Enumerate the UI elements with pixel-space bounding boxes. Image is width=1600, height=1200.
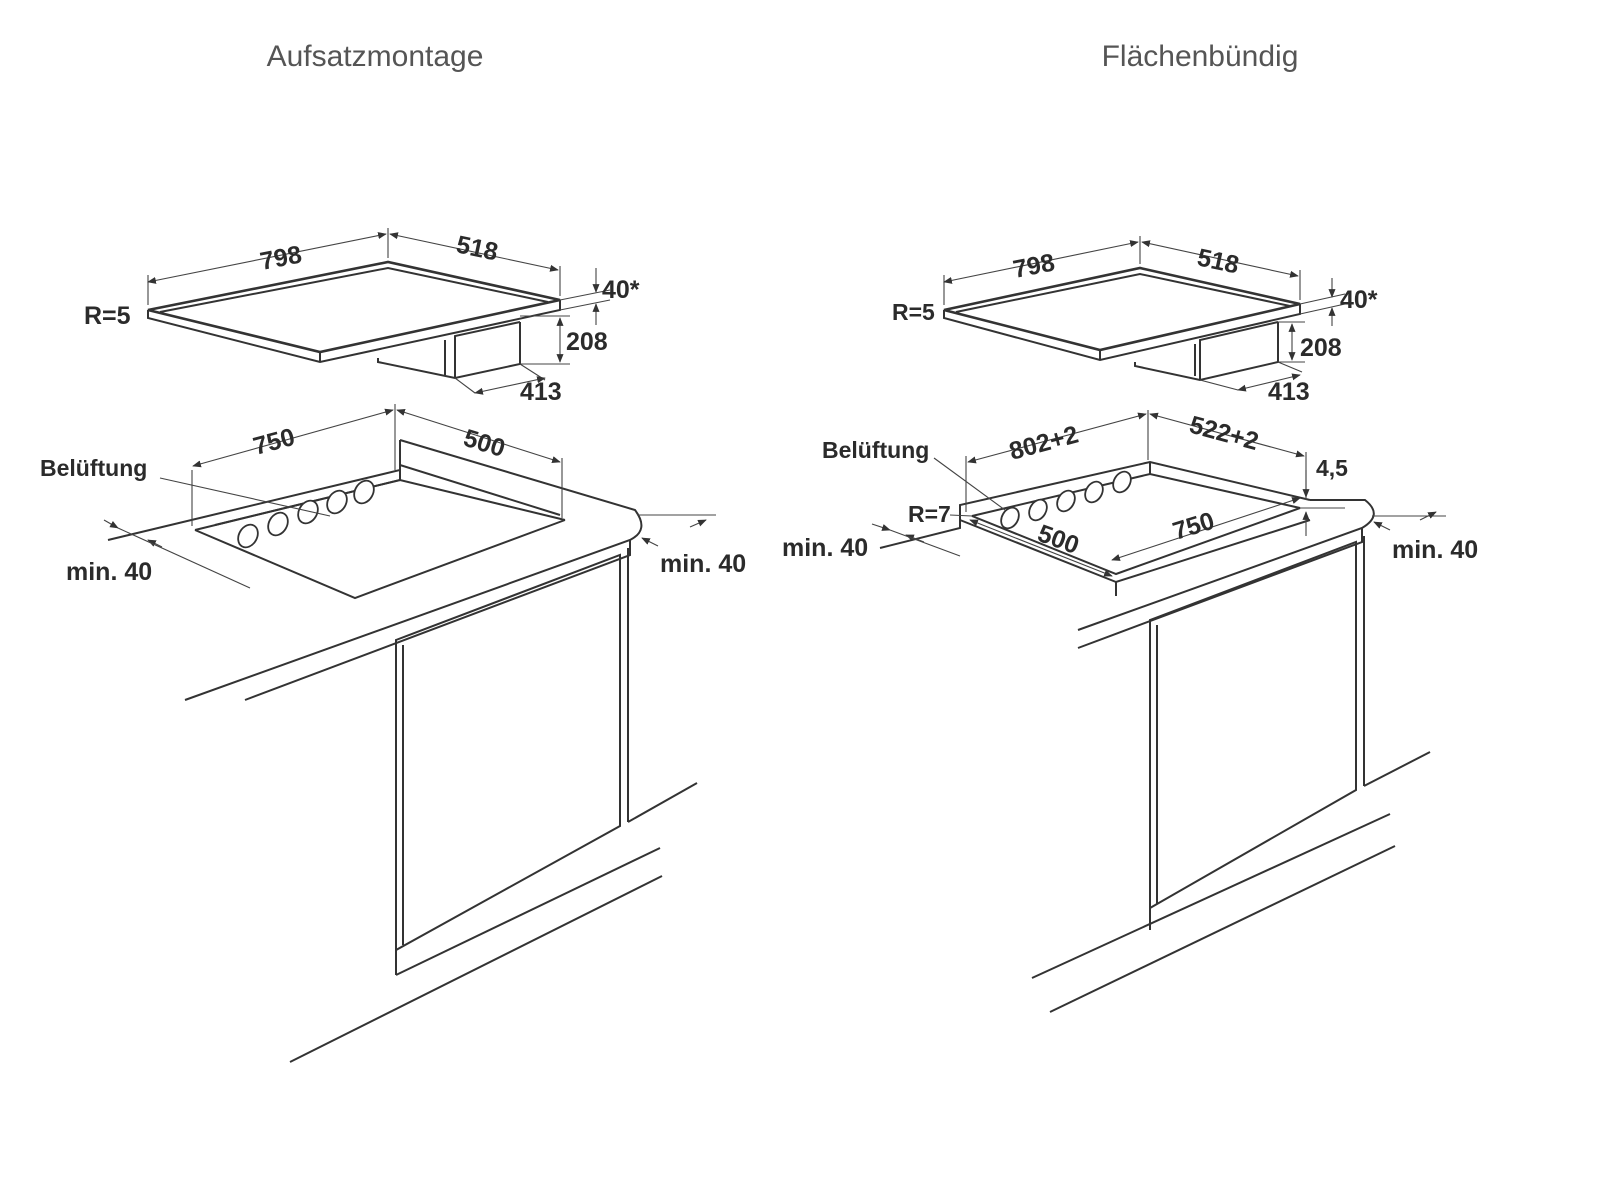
left-cutout-width-label: 750 — [250, 423, 298, 461]
right-cutout-depth-label: 500 — [1034, 519, 1083, 560]
right-worktop — [879, 460, 1431, 1013]
title-flaechenbuendig: Flächenbündig — [1101, 40, 1299, 73]
title-aufsatzmontage: Aufsatzmontage — [266, 40, 484, 73]
left-diagram: 798 518 40* 208 413 R=5 — [40, 228, 746, 1063]
right-rebate-depth-label: 522+2 — [1186, 411, 1261, 456]
right-rebate-height-label: 4,5 — [1316, 455, 1348, 481]
left-hob-box-depth-label: 413 — [520, 378, 562, 406]
left-hob-dimensions: 798 518 40* 208 413 R=5 — [84, 228, 640, 406]
left-hob-width-label: 798 — [258, 240, 304, 275]
right-rebate-radius-label: R=7 — [908, 501, 951, 527]
right-cutout-dimensions: 500 750 — [969, 497, 1301, 577]
right-hob-top-height-label: 40* — [1340, 286, 1378, 314]
left-clearance-left-label: min. 40 — [66, 558, 152, 586]
right-clearance-right-label: min. 40 — [1392, 536, 1478, 564]
left-clearance-right-label: min. 40 — [660, 550, 746, 578]
right-clearances: Belüftung min. 40 min. 40 — [782, 437, 1478, 564]
left-hob-top-height-label: 40* — [602, 276, 640, 304]
left-clearances: Belüftung min. 40 min. 40 — [40, 455, 746, 589]
left-worktop — [107, 439, 698, 1063]
right-hob-depth-label: 518 — [1195, 243, 1242, 279]
right-hob-width-label: 798 — [1011, 248, 1057, 283]
left-ventilation-label: Belüftung — [40, 455, 147, 481]
right-hob-box-depth-label: 413 — [1268, 378, 1310, 406]
right-hob-dimensions: 798 518 40* 208 413 R=5 — [892, 236, 1378, 406]
left-hob — [147, 260, 561, 380]
right-diagram: 798 518 40* 208 413 R=5 — [782, 236, 1478, 1013]
right-hob-radius-label: R=5 — [892, 299, 935, 325]
right-ventilation-label: Belüftung — [822, 437, 929, 463]
left-hob-depth-label: 518 — [454, 230, 501, 266]
left-ventilation-holes — [237, 479, 375, 549]
right-hob-box-height-label: 208 — [1300, 334, 1342, 362]
left-cutout-dimensions: 750 500 — [191, 404, 563, 526]
left-cutout-depth-label: 500 — [460, 424, 508, 463]
right-ventilation-holes — [1000, 470, 1132, 530]
right-hob — [943, 266, 1301, 382]
left-hob-radius-label: R=5 — [84, 302, 131, 330]
right-clearance-left-label: min. 40 — [782, 534, 868, 562]
left-hob-box-height-label: 208 — [566, 328, 608, 356]
right-rebate-width-label: 802+2 — [1006, 421, 1081, 466]
